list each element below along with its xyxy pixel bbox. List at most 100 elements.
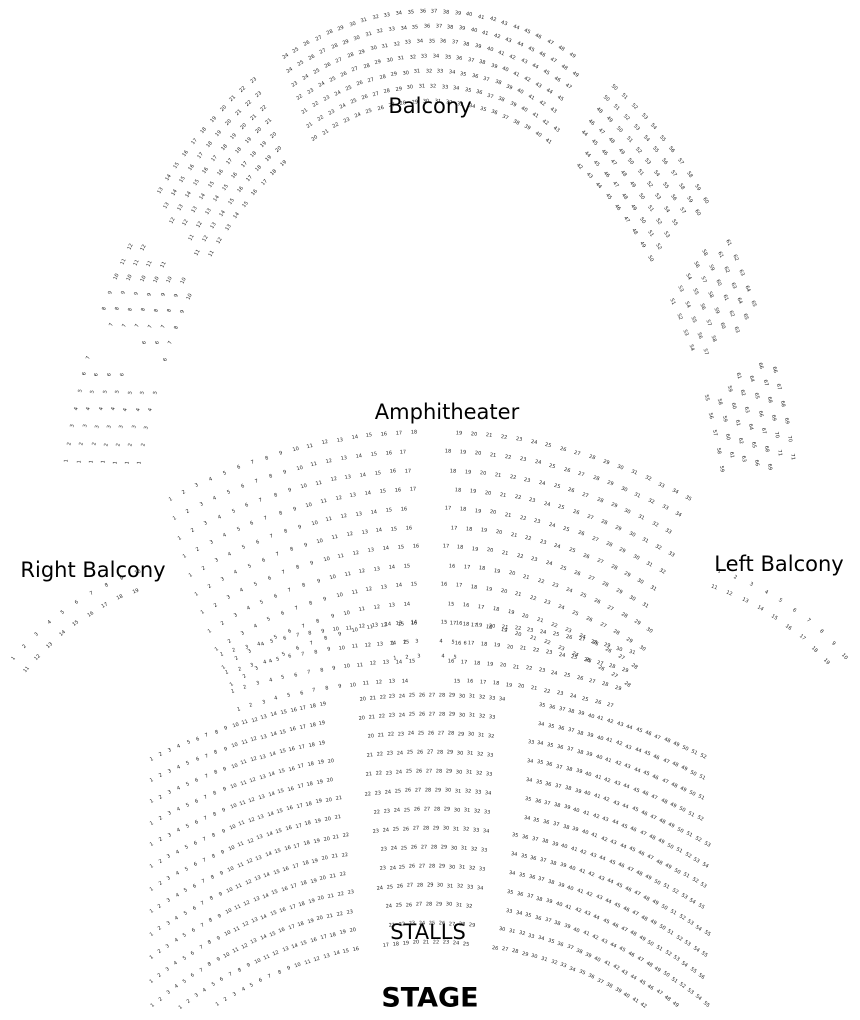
seat[interactable]: 6 xyxy=(280,610,286,618)
seat[interactable]: 37 xyxy=(501,113,510,122)
seat[interactable]: 71 xyxy=(788,452,796,461)
seat[interactable]: 15 xyxy=(221,182,231,192)
seat[interactable]: 3 xyxy=(416,653,421,660)
seat[interactable]: 40 xyxy=(595,734,604,742)
seat[interactable]: 4 xyxy=(173,983,180,991)
seat[interactable]: 23 xyxy=(306,86,316,96)
seat[interactable]: 19 xyxy=(471,545,479,553)
seat[interactable]: 19 xyxy=(307,897,316,906)
seat[interactable]: 27 xyxy=(598,621,608,630)
seat[interactable]: 11 xyxy=(241,719,249,727)
seat[interactable]: 43 xyxy=(620,968,629,977)
seat[interactable]: 5 xyxy=(101,389,109,395)
seat[interactable]: 33 xyxy=(559,961,568,970)
seat[interactable]: 17 xyxy=(210,154,220,163)
seat[interactable]: 32 xyxy=(468,865,476,872)
seat[interactable]: 42 xyxy=(575,161,584,171)
seat[interactable]: 43 xyxy=(534,80,543,90)
seat[interactable]: 32 xyxy=(473,808,481,815)
seat[interactable]: 28 xyxy=(436,749,444,756)
seat[interactable]: 55 xyxy=(691,287,700,297)
seat[interactable]: 1 xyxy=(199,609,206,617)
seat[interactable]: 39 xyxy=(585,751,594,759)
seat[interactable]: 1 xyxy=(214,1001,221,1009)
seat[interactable]: 43 xyxy=(583,909,592,918)
seat[interactable]: 46 xyxy=(641,789,650,798)
seat[interactable]: 43 xyxy=(548,105,558,115)
seat[interactable]: 42 xyxy=(537,99,547,108)
seat[interactable]: 41 xyxy=(602,959,611,968)
seat[interactable]: 8 xyxy=(213,769,219,777)
seat[interactable]: 38 xyxy=(564,784,572,793)
seat[interactable]: 27 xyxy=(428,711,435,718)
seat[interactable]: 28 xyxy=(436,768,443,775)
seat[interactable]: 26 xyxy=(418,711,426,718)
seat[interactable]: 50 xyxy=(657,923,667,933)
seat[interactable]: 37 xyxy=(466,56,475,64)
seat[interactable]: 5 xyxy=(89,389,96,394)
seat[interactable]: 30 xyxy=(498,926,506,934)
seat[interactable]: 26 xyxy=(355,79,364,88)
seat[interactable]: 16 xyxy=(309,936,318,944)
seat[interactable]: 46 xyxy=(637,849,646,858)
seat[interactable]: 27 xyxy=(577,636,586,644)
seat[interactable]: 6 xyxy=(191,904,198,912)
seat[interactable]: 14 xyxy=(403,601,410,608)
seat[interactable]: 15 xyxy=(279,708,288,717)
seat[interactable]: 21 xyxy=(501,549,509,557)
seat[interactable]: 26 xyxy=(581,552,591,560)
seat[interactable]: 45 xyxy=(620,822,629,831)
seat[interactable]: 21 xyxy=(327,892,335,901)
seat[interactable]: 29 xyxy=(609,501,618,510)
seat[interactable]: 14 xyxy=(198,192,207,202)
seat[interactable]: 51 xyxy=(668,908,678,917)
seat[interactable]: 52 xyxy=(690,876,700,886)
seat[interactable]: 7 xyxy=(280,569,286,577)
seat[interactable]: 37 xyxy=(557,705,566,713)
seat[interactable]: 11 xyxy=(310,460,319,469)
seat[interactable]: 31 xyxy=(466,750,474,758)
seat[interactable]: 17 xyxy=(298,724,307,732)
seat[interactable]: 50 xyxy=(609,82,619,92)
seat[interactable]: 33 xyxy=(505,908,513,916)
seat[interactable]: 10 xyxy=(295,464,304,472)
seat[interactable]: 37 xyxy=(566,746,574,754)
seat[interactable]: 35 xyxy=(546,937,555,946)
seat[interactable]: 18 xyxy=(329,931,337,939)
seat[interactable]: 29 xyxy=(435,901,443,908)
seat[interactable]: 46 xyxy=(610,921,620,930)
seat[interactable]: 11 xyxy=(145,259,155,268)
seat[interactable]: 70 xyxy=(786,435,794,443)
seat[interactable]: 13 xyxy=(322,952,331,961)
seat[interactable]: 46 xyxy=(534,32,543,41)
seat[interactable]: 13 xyxy=(256,833,265,842)
seat[interactable]: 30 xyxy=(369,45,378,53)
seat[interactable]: 30 xyxy=(616,463,625,472)
seat[interactable]: 21 xyxy=(329,873,337,881)
seat[interactable]: 47 xyxy=(619,925,629,934)
seat[interactable]: 1 xyxy=(75,459,83,464)
seat[interactable]: 53 xyxy=(683,939,692,948)
seat[interactable]: 10 xyxy=(310,519,319,527)
seat[interactable]: 25 xyxy=(406,749,414,756)
seat[interactable]: 11 xyxy=(325,516,333,524)
seat[interactable]: 19 xyxy=(474,507,482,515)
seat[interactable]: 39 xyxy=(545,897,553,906)
seat[interactable]: 9 xyxy=(303,541,309,549)
seat[interactable]: 16 xyxy=(352,945,360,954)
seat[interactable]: 32 xyxy=(658,567,667,576)
seat[interactable]: 3 xyxy=(415,638,419,645)
seat[interactable]: 38 xyxy=(478,59,487,67)
seat[interactable]: 4 xyxy=(174,914,180,922)
seat[interactable]: 39 xyxy=(556,881,565,889)
seat[interactable]: 21 xyxy=(264,117,273,127)
seat[interactable]: 36 xyxy=(556,744,564,752)
seat[interactable]: 46 xyxy=(646,983,655,992)
seat[interactable]: 33 xyxy=(404,39,412,46)
seat[interactable]: 7 xyxy=(88,590,95,598)
seat[interactable]: 11 xyxy=(350,643,358,650)
seat[interactable]: 3 xyxy=(747,580,754,588)
seat[interactable]: 14 xyxy=(218,209,227,218)
seat[interactable]: 41 xyxy=(590,831,599,840)
seat[interactable]: 27 xyxy=(367,76,376,84)
